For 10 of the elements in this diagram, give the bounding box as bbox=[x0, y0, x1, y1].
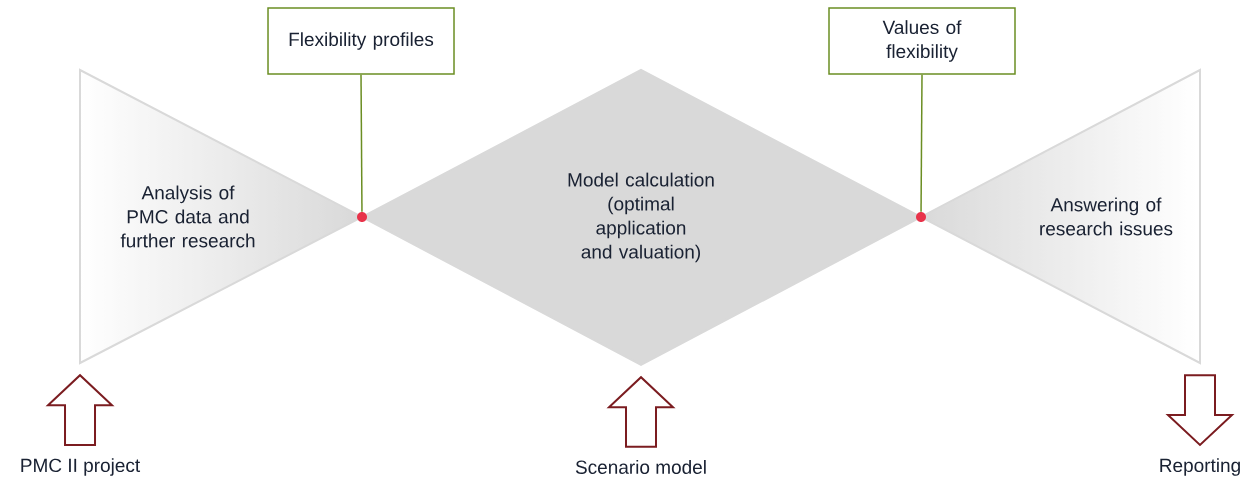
flow-label: Reporting bbox=[1160, 458, 1240, 476]
leader-line bbox=[920, 74, 923, 213]
flow-label: Scenario model bbox=[575, 460, 706, 474]
block-arrow bbox=[1165, 374, 1235, 447]
leader-line bbox=[360, 74, 363, 213]
flow-label: PMC II project bbox=[21, 458, 141, 476]
output-box: Values of flexibility bbox=[828, 7, 1016, 75]
block-arrow bbox=[606, 375, 676, 448]
output-box: Flexibility profiles bbox=[267, 7, 455, 75]
block-arrow bbox=[45, 373, 115, 446]
